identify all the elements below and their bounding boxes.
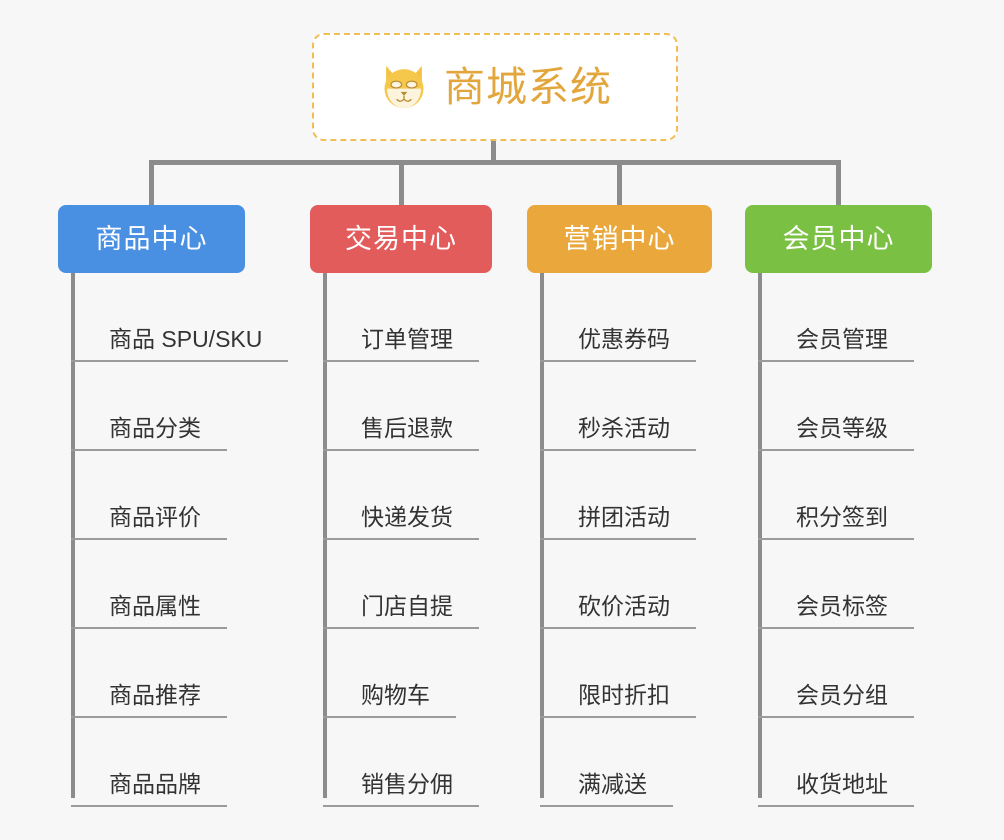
- branch-item-underline: [540, 360, 696, 362]
- root-title: 商城系统: [444, 63, 612, 110]
- branch-item-label: 商品评价: [109, 504, 201, 530]
- branch-item-label: 快递发货: [361, 504, 453, 530]
- branch-item[interactable]: 购物车: [323, 629, 456, 718]
- branch-item-underline: [540, 716, 696, 718]
- branch-item[interactable]: 商品品牌: [71, 718, 227, 807]
- branch-item[interactable]: 砍价活动: [540, 540, 696, 629]
- branch-item[interactable]: 会员标签: [758, 540, 914, 629]
- branch-item-label: 售后退款: [361, 415, 453, 441]
- branch-item-label: 限时折扣: [578, 682, 670, 708]
- branch-item-label: 收货地址: [796, 771, 888, 797]
- category-box-会员中心[interactable]: 会员中心: [745, 205, 932, 273]
- branch-item-underline: [71, 627, 227, 629]
- branch-item-underline: [540, 538, 696, 540]
- branch-item[interactable]: 收货地址: [758, 718, 914, 807]
- branch-item-underline: [540, 805, 673, 807]
- connector-drop-3: [617, 160, 622, 206]
- branch-item-label: 优惠券码: [578, 326, 670, 352]
- category-label: 会员中心: [782, 223, 895, 254]
- branch-trunk-line: [323, 273, 327, 798]
- branch-item-label: 积分签到: [796, 504, 888, 530]
- branch-item-label: 会员等级: [796, 415, 888, 441]
- category-box-商品中心[interactable]: 商品中心: [58, 205, 245, 273]
- branch-item[interactable]: 门店自提: [323, 540, 479, 629]
- branch-item-label: 购物车: [361, 682, 430, 708]
- branch-item[interactable]: 快递发货: [323, 451, 479, 540]
- branch-item-underline: [323, 805, 479, 807]
- branch-item-underline: [323, 360, 479, 362]
- branch-item-label: 商品品牌: [109, 771, 201, 797]
- branch-item[interactable]: 秒杀活动: [540, 362, 696, 451]
- root-node[interactable]: 商城系统: [312, 33, 678, 141]
- category-label: 商品中心: [95, 223, 208, 254]
- category-box-营销中心[interactable]: 营销中心: [527, 205, 712, 273]
- branch-item-label: 拼团活动: [578, 504, 670, 530]
- branch-item-label: 商品属性: [109, 593, 201, 619]
- branch-item[interactable]: 限时折扣: [540, 629, 696, 718]
- branch-item-underline: [758, 805, 914, 807]
- branch-item[interactable]: 商品评价: [71, 451, 227, 540]
- branch-item-label: 秒杀活动: [578, 415, 670, 441]
- branch-item[interactable]: 积分签到: [758, 451, 914, 540]
- branch-item-underline: [540, 449, 696, 451]
- category-box-交易中心[interactable]: 交易中心: [310, 205, 492, 273]
- connector-drop-1: [149, 160, 154, 206]
- branch-item[interactable]: 订单管理: [323, 273, 479, 362]
- branch-item-underline: [758, 627, 914, 629]
- dog-face-icon: [384, 65, 424, 110]
- branch-item-underline: [758, 449, 914, 451]
- connector-drop-2: [399, 160, 404, 206]
- category-label: 交易中心: [345, 223, 457, 254]
- branch-item-underline: [71, 449, 227, 451]
- branch-item[interactable]: 满减送: [540, 718, 673, 807]
- branch-item-underline: [323, 716, 456, 718]
- branch-item[interactable]: 会员等级: [758, 362, 914, 451]
- branch-item-underline: [71, 360, 289, 362]
- branch-item[interactable]: 商品推荐: [71, 629, 227, 718]
- branch-item-label: 商品 SPU/SKU: [109, 326, 263, 352]
- connector-bus: [149, 160, 841, 165]
- connector-root-stem: [491, 141, 496, 164]
- branch-trunk-line: [540, 273, 544, 798]
- branch-item-underline: [758, 538, 914, 540]
- branch-item-underline: [323, 538, 479, 540]
- category-label: 营销中心: [563, 223, 676, 254]
- branch-item[interactable]: 售后退款: [323, 362, 479, 451]
- branch-item-underline: [540, 627, 696, 629]
- branch-item-label: 门店自提: [361, 593, 453, 619]
- branch-item-label: 商品分类: [109, 415, 201, 441]
- branch-item-underline: [758, 716, 914, 718]
- branch-item[interactable]: 会员管理: [758, 273, 914, 362]
- branch-item[interactable]: 会员分组: [758, 629, 914, 718]
- branch-item-underline: [71, 716, 227, 718]
- branch-item-label: 商品推荐: [109, 682, 201, 708]
- branch-item-label: 会员标签: [796, 593, 888, 619]
- branch-item-label: 订单管理: [361, 326, 453, 352]
- branch-item-underline: [323, 627, 479, 629]
- branch-item-underline: [71, 805, 227, 807]
- branch-item-underline: [323, 449, 479, 451]
- branch-item-label: 满减送: [578, 771, 647, 797]
- branch-trunk-line: [758, 273, 762, 798]
- branch-item-underline: [71, 538, 227, 540]
- branch-item[interactable]: 销售分佣: [323, 718, 479, 807]
- branch-item[interactable]: 商品分类: [71, 362, 227, 451]
- branch-item-label: 砍价活动: [578, 593, 670, 619]
- branch-item-label: 销售分佣: [361, 771, 453, 797]
- branch-item[interactable]: 商品属性: [71, 540, 227, 629]
- branch-item[interactable]: 商品 SPU/SKU: [71, 273, 289, 362]
- branch-item-underline: [758, 360, 914, 362]
- connector-drop-4: [836, 160, 841, 206]
- branch-item-label: 会员分组: [796, 682, 888, 708]
- branch-item[interactable]: 拼团活动: [540, 451, 696, 540]
- branch-trunk-line: [71, 273, 75, 798]
- branch-item-label: 会员管理: [796, 326, 888, 352]
- branch-item[interactable]: 优惠券码: [540, 273, 696, 362]
